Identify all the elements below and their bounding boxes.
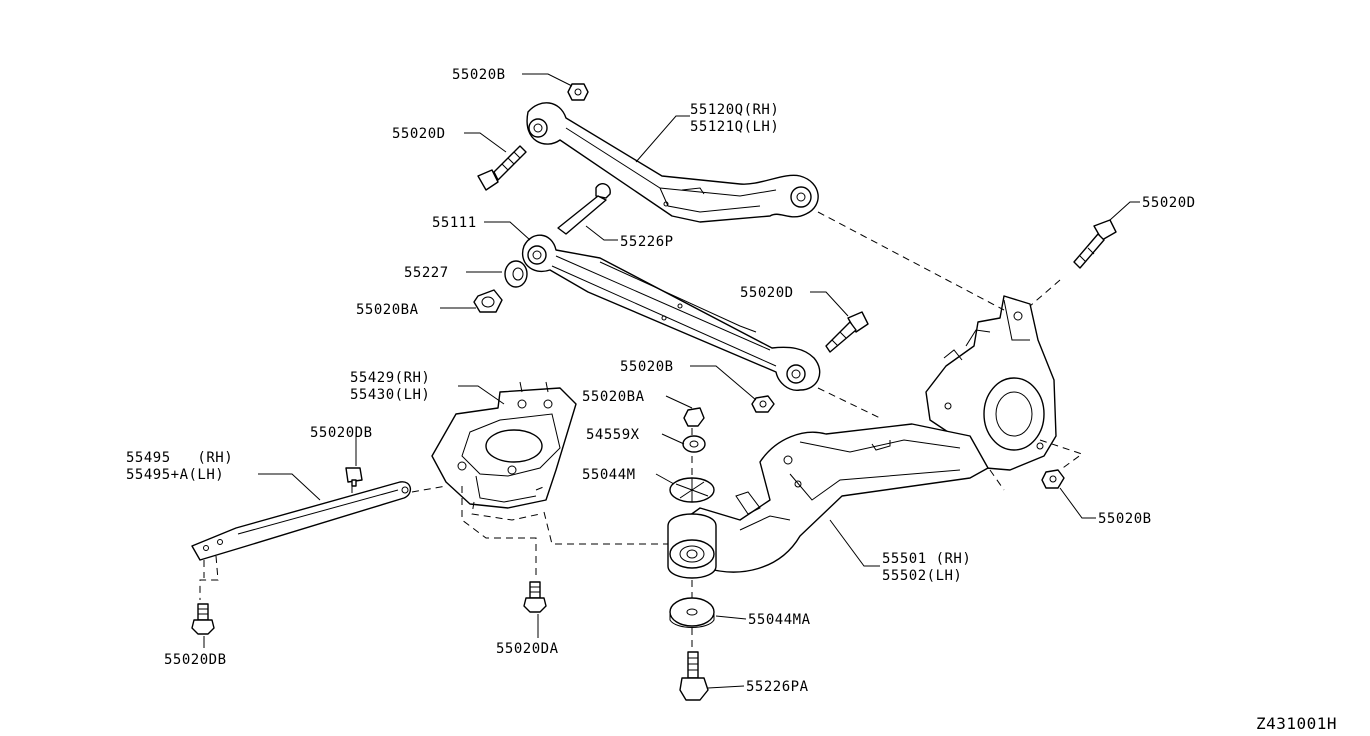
washer-54559x bbox=[682, 407, 706, 453]
diagram-id: Z431001H bbox=[1256, 714, 1337, 733]
upper-link-arm bbox=[526, 102, 819, 223]
callout-label: 55501 (RH) bbox=[882, 551, 971, 567]
nut-55020b-top bbox=[567, 83, 589, 101]
bolt-55020db-upper bbox=[345, 467, 363, 487]
callout-label: 55020B bbox=[452, 67, 506, 83]
leader-lines bbox=[203, 73, 1140, 689]
bolt-55226p bbox=[557, 183, 611, 235]
nut-55020ba-left bbox=[473, 289, 503, 313]
bolt-55020d-right bbox=[1073, 219, 1117, 269]
callout-label: 55226PA bbox=[746, 679, 809, 695]
callout-label: 55020D bbox=[740, 285, 794, 301]
callout-label: 55121Q(LH) bbox=[690, 119, 779, 135]
callout-label: 55020D bbox=[1142, 195, 1196, 211]
bolt-55020db-lower bbox=[191, 603, 215, 635]
callout-label: 55020DB bbox=[310, 425, 373, 441]
callout-label: 55430(LH) bbox=[350, 387, 430, 403]
callout-label: 55502(LH) bbox=[882, 568, 962, 584]
callout-label: 55020D bbox=[392, 126, 446, 142]
callout-label: 55044MA bbox=[748, 612, 811, 628]
callout-label: 55495 (RH) bbox=[126, 450, 233, 466]
callout-label: 55020B bbox=[1098, 511, 1152, 527]
callout-label: 55020DA bbox=[496, 641, 559, 657]
alignment-lines bbox=[199, 211, 1084, 650]
nut-55020b-mid bbox=[751, 395, 775, 413]
callout-label: 55111 bbox=[432, 215, 477, 231]
lower-link-arm bbox=[521, 234, 821, 391]
bolt-55020d-left bbox=[477, 145, 527, 191]
callout-label: 55020BA bbox=[582, 389, 645, 405]
callout-label: 55044M bbox=[582, 467, 636, 483]
callout-label: 55020BA bbox=[356, 302, 419, 318]
callout-label: 55226P bbox=[620, 234, 674, 250]
washer-55227 bbox=[504, 260, 528, 288]
lateral-rod bbox=[191, 481, 411, 561]
callout-label: 55020B bbox=[620, 359, 674, 375]
callout-label: 55020DB bbox=[164, 652, 227, 668]
callout-label: 55429(RH) bbox=[350, 370, 430, 386]
callout-label: 54559X bbox=[586, 427, 640, 443]
callout-label: 55227 bbox=[404, 265, 449, 281]
bushing-55044ma bbox=[669, 597, 715, 628]
bolt-55020d-mid bbox=[825, 311, 869, 353]
callout-labels: 55020B 55020D 55120Q(RH) 55121Q(LH) 5511… bbox=[126, 67, 1337, 733]
nut-55020b-right bbox=[1041, 469, 1065, 489]
mount-bracket bbox=[431, 381, 577, 509]
bushing-55044m bbox=[667, 477, 717, 579]
bolt-55020da bbox=[523, 581, 547, 613]
callout-label: 55120Q(RH) bbox=[690, 102, 779, 118]
bolt-55226pa bbox=[679, 651, 709, 701]
trailing-arm bbox=[671, 423, 989, 573]
callout-label: 55495+A(LH) bbox=[126, 467, 224, 483]
